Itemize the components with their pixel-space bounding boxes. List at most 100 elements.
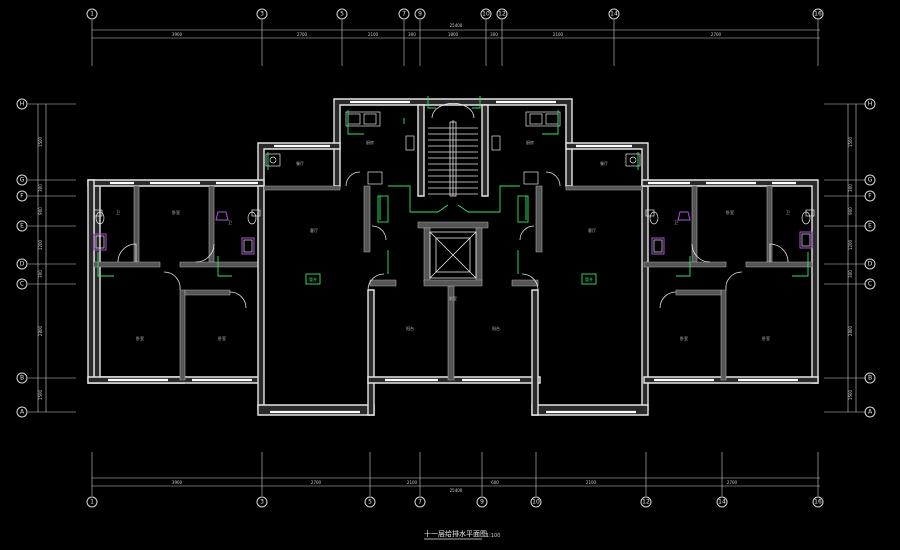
room-dining-left: 餐厅 [296, 160, 304, 166]
top-segment-dimension: 2700 [711, 32, 722, 37]
axis-bubble-top-12: 12 [496, 8, 508, 20]
left-segment-dimension: 300 [38, 184, 43, 192]
svg-text:3: 3 [260, 499, 264, 506]
right-segment-dimension: 300 [848, 270, 853, 278]
room-balcony-right: 阳台 [492, 325, 500, 331]
svg-text:9: 9 [480, 499, 484, 506]
svg-text:G: G [20, 177, 25, 184]
svg-text:D: D [20, 261, 25, 268]
axis-bubble-top-5: 5 [336, 8, 348, 20]
left-segment-dimension: 1500 [38, 136, 43, 147]
axis-bubble-right-E: E [864, 220, 876, 232]
axis-bubble-right-G: G [864, 174, 876, 186]
svg-text:12: 12 [498, 11, 506, 18]
axis-bubble-bottom-3: 3 [256, 496, 268, 508]
staircase [428, 102, 478, 197]
svg-text:7: 7 [418, 499, 422, 506]
axis-bubble-left-G: G [16, 174, 28, 186]
top-segment-dimension: 2100 [553, 32, 564, 37]
axis-bubble-top-7: 7 [398, 8, 410, 20]
room-kitchen-right: 厨房 [526, 139, 534, 145]
top-segment-dimension: 300 [490, 32, 498, 37]
right-segment-dimension: 2800 [848, 325, 853, 336]
top-segment-dimension: 1800 [448, 32, 459, 37]
axis-bubble-bottom-9: 9 [476, 496, 488, 508]
svg-text:B: B [868, 375, 872, 382]
svg-text:C: C [868, 281, 872, 288]
axis-bubble-top-9: 9 [414, 8, 426, 20]
right-segment-dimension: 1500 [848, 389, 853, 400]
svg-text:G: G [868, 177, 873, 184]
axis-bubble-right-A: A [864, 406, 876, 418]
svg-text:D: D [868, 261, 873, 268]
bottom-segment-dimension: 2700 [727, 480, 738, 485]
room-hall: 前室 [449, 295, 457, 301]
svg-text:H: H [20, 101, 25, 108]
room-bedroom-3: 卧室 [136, 335, 144, 341]
room-kitchen-left: 厨房 [366, 139, 374, 145]
left-segment-dimension: 2800 [38, 325, 43, 336]
svg-text:C: C [20, 281, 24, 288]
bottom-segment-dimension: 2100 [586, 480, 597, 485]
axis-bubble-right-C: C [864, 278, 876, 290]
top-segment-dimension: 3900 [172, 32, 183, 37]
drawing-title: 十一层给排水平面图 [424, 529, 487, 538]
axis-bubble-right-H: H [864, 98, 876, 110]
room-bedroom-2: 卧室 [726, 209, 734, 215]
svg-text:E: E [20, 223, 24, 230]
svg-text:16: 16 [814, 499, 822, 506]
axis-bubble-top-10: 10 [480, 8, 492, 20]
svg-text:1: 1 [90, 499, 94, 506]
bottom-segment-dimension: 3900 [172, 480, 183, 485]
room-bath-4: 卫 [786, 210, 790, 215]
axis-bubble-bottom-12: 12 [640, 496, 652, 508]
svg-text:E: E [868, 223, 872, 230]
axis-bubble-right-F: F [864, 190, 876, 202]
kitchen-fixtures [265, 111, 641, 185]
axis-bubble-bottom-7: 7 [414, 496, 426, 508]
axis-bubble-bottom-14: 14 [716, 496, 728, 508]
svg-text:3: 3 [260, 11, 264, 18]
svg-text:16: 16 [814, 11, 822, 18]
axis-bubble-top-14: 14 [608, 8, 620, 20]
svg-text:12: 12 [642, 499, 650, 506]
axis-bubble-bottom-16: 16 [812, 496, 824, 508]
bottom-segment-dimension: 600 [491, 480, 499, 485]
svg-text:B: B [20, 375, 24, 382]
svg-text:A: A [20, 409, 25, 416]
building-walls [87, 98, 819, 416]
svg-text:14: 14 [718, 499, 726, 506]
room-balcony-left: 阳台 [406, 325, 414, 331]
axis-bubble-bottom-5: 5 [364, 496, 376, 508]
axis-bubble-left-B: B [16, 372, 28, 384]
right-segment-dimension: 300 [848, 184, 853, 192]
axis-bubble-right-D: D [864, 258, 876, 270]
room-bedroom-1: 卧室 [172, 209, 180, 215]
top-segment-dimension: 300 [408, 32, 416, 37]
room-living-right: 客厅 [588, 227, 596, 233]
drawing-scale: 1:100 [486, 533, 500, 539]
bottom-total-dimension: 25400 [450, 488, 463, 493]
left-segment-dimension: 900 [38, 207, 43, 215]
bathroom-fixtures [93, 209, 815, 255]
elevator-shaft [429, 231, 477, 279]
room-bath-3: 卫 [674, 220, 678, 225]
svg-text:A: A [868, 409, 873, 416]
axis-bubble-bottom-1: 1 [86, 496, 98, 508]
axis-bubble-top-1: 1 [86, 8, 98, 20]
room-bath-1: 卫 [116, 210, 120, 215]
svg-text:10: 10 [482, 11, 490, 18]
axis-bubble-left-A: A [16, 406, 28, 418]
left-segment-dimension: 300 [38, 270, 43, 278]
top-segment-dimension: 2700 [297, 32, 308, 37]
axis-bubble-top-3: 3 [256, 8, 268, 20]
room-labels: 厨房 厨房 餐厅 餐厅 客厅 客厅 卧室 卧室 卧室 卧室 卧室 卧室 卫 卫 … [116, 139, 790, 341]
doors [117, 171, 789, 309]
svg-text:7: 7 [402, 11, 406, 18]
axis-bubble-bottom-10: 10 [530, 496, 542, 508]
room-bedroom-5: 卧室 [680, 335, 688, 341]
